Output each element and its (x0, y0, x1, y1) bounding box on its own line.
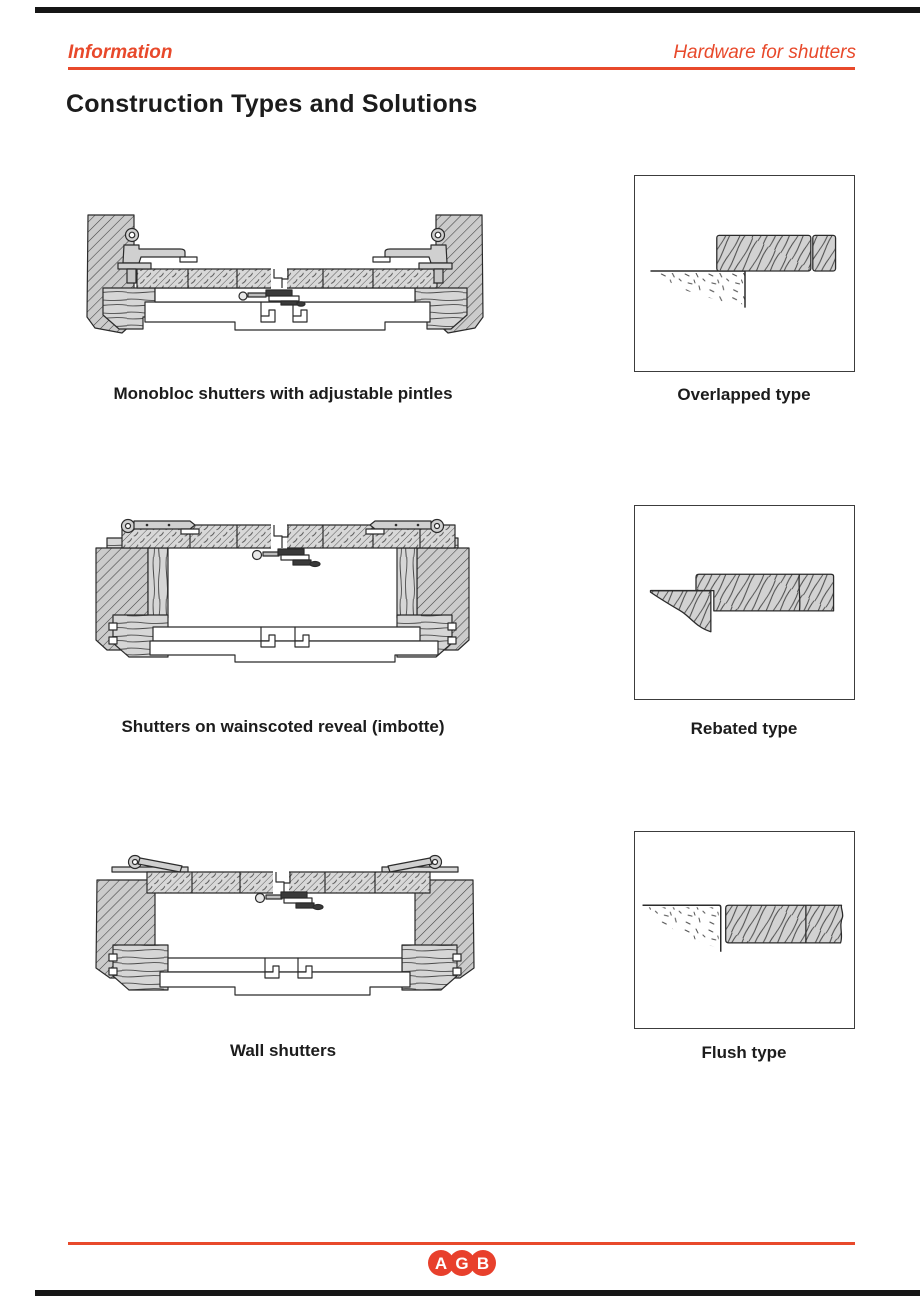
footer-rule (68, 1242, 855, 1245)
caption-flush: Flush type (701, 1043, 787, 1062)
top-page-bar (35, 7, 920, 13)
logo-letter-g: G (455, 1254, 468, 1273)
header-section-label: Information (68, 42, 173, 63)
type-box-flush (634, 831, 855, 1029)
rebated-diagram (649, 573, 835, 633)
logo-letter-b: B (477, 1254, 489, 1273)
agb-logo: A G B (425, 1248, 499, 1278)
figure-wall-shutters (80, 850, 490, 1010)
bottom-page-bar (35, 1290, 920, 1296)
agb-logo-icon: A G B (428, 1250, 496, 1276)
caption-rebated: Rebated type (690, 719, 798, 738)
caption-monobloc: Monobloc shutters with adjustable pintle… (113, 384, 453, 403)
page-title: Construction Types and Solutions (66, 90, 478, 118)
caption-wainscoted: Shutters on wainscoted reveal (imbotte) (121, 717, 445, 736)
type-box-overlapped (634, 175, 855, 372)
figure-monobloc (85, 205, 485, 345)
figure-wainscoted (85, 515, 480, 675)
overlapped-diagram (650, 234, 837, 308)
wainscoted-diagram (95, 518, 470, 663)
header-rule (68, 67, 855, 70)
flush-diagram (642, 904, 844, 952)
caption-overlapped: Overlapped type (677, 385, 811, 404)
header-doc-title: Hardware for shutters (673, 42, 856, 63)
caption-wall-shutters: Wall shutters (229, 1041, 337, 1060)
logo-letter-a: A (435, 1254, 447, 1273)
type-box-rebated (634, 505, 855, 700)
monobloc-diagram (86, 214, 484, 334)
wall-shutters-diagram (95, 854, 475, 996)
